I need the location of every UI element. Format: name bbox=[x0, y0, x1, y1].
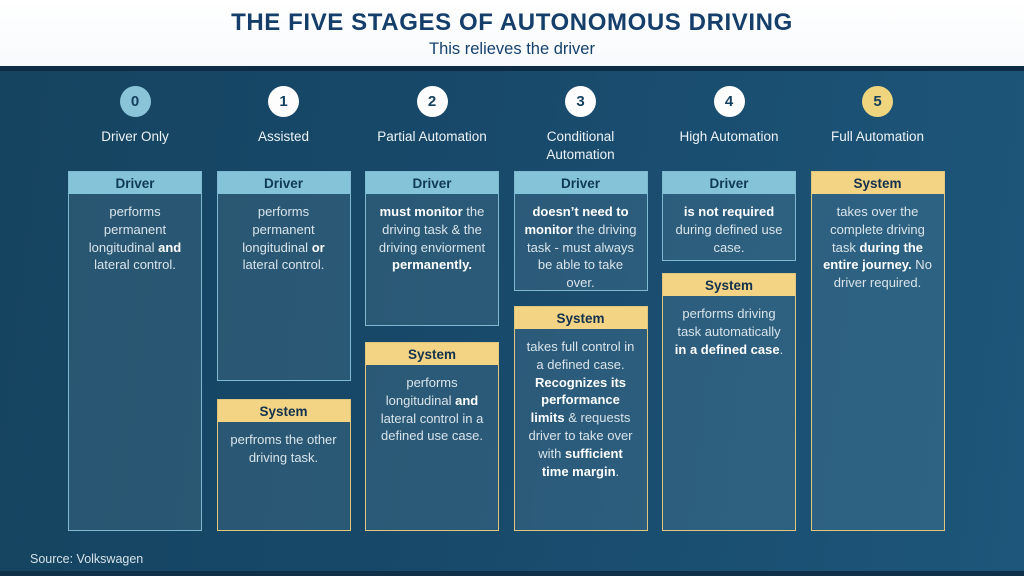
driver-box: Driver must monitor the driving task & th… bbox=[365, 171, 499, 326]
stage-column: 5 Full Automation System takes over the c… bbox=[810, 86, 945, 531]
driver-box: Driver is not required during defined use… bbox=[662, 171, 796, 261]
system-box-header: System bbox=[663, 274, 795, 296]
stage-label: Partial Automation bbox=[377, 129, 487, 144]
system-box: System performs driving task automaticall… bbox=[662, 273, 796, 531]
system-box-header: System bbox=[217, 400, 350, 422]
stages-panel: 0 Driver Only Driver performs permanent l… bbox=[0, 71, 1024, 576]
driver-box: Driver performs permanent longitudinal an… bbox=[68, 171, 202, 531]
stage-number-circle: 2 bbox=[416, 86, 448, 117]
stage-number: 4 bbox=[724, 93, 734, 110]
stage-number-circle: 5 bbox=[862, 86, 893, 117]
source-credit: Source: Volkswagen bbox=[30, 552, 144, 566]
system-box-header: System bbox=[366, 343, 498, 365]
stage-number-circle: 3 bbox=[565, 86, 596, 117]
driver-box-text: must monitor the driving task & the driv… bbox=[378, 204, 486, 273]
stages-row: 0 Driver Only Driver performs permanent l… bbox=[68, 86, 945, 531]
stage-label: High Automation bbox=[679, 129, 779, 144]
driver-box-text: performs permanent longitudinal and late… bbox=[88, 204, 182, 273]
stage-boxes: Driver is not required during defined use… bbox=[662, 171, 796, 531]
page-title: THE FIVE STAGES OF AUTONOMOUS DRIVING bbox=[231, 9, 793, 36]
driver-box-header: Driver bbox=[663, 172, 795, 194]
driver-box: Driver doesn’t need to monitor the drivin… bbox=[513, 171, 648, 291]
bottom-divider bbox=[0, 571, 1024, 576]
stage-number: 5 bbox=[873, 93, 882, 110]
stage-label: Conditional Automation bbox=[546, 129, 615, 163]
page-subtitle: This relieves the driver bbox=[429, 40, 595, 58]
driver-box-header: Driver bbox=[514, 172, 647, 194]
system-box-header: System bbox=[811, 172, 944, 194]
stage-boxes: Driver doesn’t need to monitor the drivin… bbox=[513, 171, 648, 531]
stage-number-circle: 0 bbox=[119, 86, 151, 117]
system-box: System perfroms the other driving task. bbox=[216, 399, 351, 531]
system-box-text: perfroms the other driving task. bbox=[230, 432, 337, 465]
stage-boxes: Driver performs permanent longitudinal an… bbox=[68, 171, 202, 531]
driver-box-header: Driver bbox=[217, 172, 350, 194]
stage-boxes: Driver must monitor the driving task & th… bbox=[365, 171, 499, 531]
stage-column: 0 Driver Only Driver performs permanent l… bbox=[68, 86, 202, 531]
system-box-text: performs driving task automatically in a… bbox=[674, 306, 784, 357]
stage-number-circle: 1 bbox=[268, 86, 299, 117]
system-box-text: takes full control in a defined case. Re… bbox=[526, 339, 635, 479]
system-box-header: System bbox=[514, 307, 647, 329]
system-box-text: performs longitudinal and lateral contro… bbox=[380, 375, 484, 444]
page-header: THE FIVE STAGES OF AUTONOMOUS DRIVING Th… bbox=[0, 0, 1024, 66]
stage-boxes: Driver performs permanent longitudinal or… bbox=[216, 171, 351, 531]
header-divider bbox=[0, 66, 1024, 71]
driver-box-header: Driver bbox=[69, 172, 201, 194]
stage-number: 0 bbox=[130, 93, 140, 110]
stage-column: 4 High Automation Driver is not required … bbox=[662, 86, 796, 531]
stage-column: 3 Conditional Automation Driver doesn’t n… bbox=[513, 86, 648, 531]
system-box: System takes over the complete driving ta… bbox=[810, 171, 945, 531]
stage-number: 3 bbox=[576, 93, 585, 110]
stage-number-circle: 4 bbox=[713, 86, 745, 117]
driver-box-text: performs permanent longitudinal or later… bbox=[242, 204, 325, 273]
stage-column: 2 Partial Automation Driver must monitor … bbox=[365, 86, 499, 531]
stage-number: 2 bbox=[427, 93, 437, 110]
stage-label: Full Automation bbox=[830, 129, 925, 144]
stage-boxes: System takes over the complete driving ta… bbox=[810, 171, 945, 531]
driver-box-header: Driver bbox=[366, 172, 498, 194]
system-box: System performs longitudinal and lateral … bbox=[365, 342, 499, 531]
system-box: System takes full control in a defined ca… bbox=[513, 306, 648, 531]
stage-number: 1 bbox=[279, 93, 288, 110]
driver-box: Driver performs permanent longitudinal or… bbox=[216, 171, 351, 381]
stage-column: 1 Assisted Driver performs permanent long… bbox=[216, 86, 351, 531]
system-box-text: takes over the complete driving task dur… bbox=[823, 204, 932, 291]
driver-box-text: is not required during defined use case. bbox=[675, 204, 783, 255]
driver-box-text: doesn’t need to monitor the driving task… bbox=[524, 204, 637, 291]
stage-label: Driver Only bbox=[101, 129, 169, 144]
stage-label: Assisted bbox=[257, 129, 310, 144]
